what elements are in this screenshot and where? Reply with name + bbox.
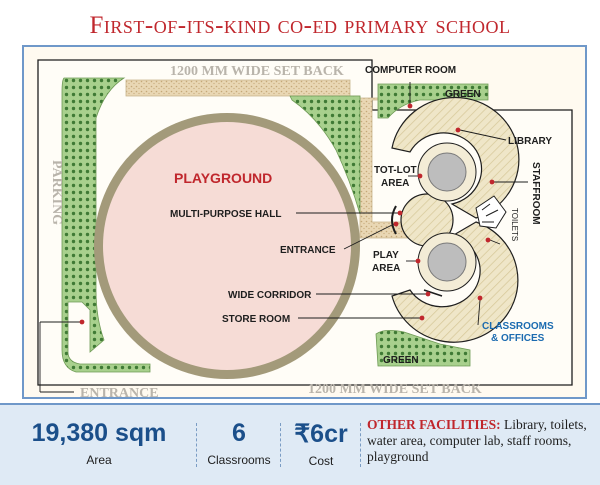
play-area [427,242,467,282]
page-title: First-of-its-kind co-ed primary school [89,12,511,39]
stat-cost-label: Cost [308,454,334,468]
toilets-label: TOILETS [510,208,519,241]
green-top-label: GREEN [445,89,481,100]
setback-top-label: 1200 MM WIDE SET BACK [170,64,344,79]
wide-corridor-label: WIDE CORRIDOR [228,290,312,301]
green-area-bottom [375,330,471,367]
stat-classrooms-value: 6 [232,419,246,447]
stat-classrooms: 6 Classrooms [202,419,276,467]
staffroom-label: STAFFROOM [530,162,541,225]
stat-cost: ₹6cr Cost [286,419,356,468]
stat-divider [196,423,197,467]
stats-bar: 19,380 sqm Area 6 Classrooms ₹6cr Cost O… [0,403,600,485]
play-area-label-line1: PLAY [373,250,399,261]
building-entrance-label: ENTRANCE [280,245,336,256]
green-bottom-label: GREEN [383,355,419,366]
entrance-door [391,205,397,235]
green-area-top-left [289,95,361,215]
toilets-fixtures [481,203,499,223]
stat-classrooms-label: Classrooms [207,453,271,467]
other-facilities: OTHER FACILITIES: Library, toilets, wate… [367,417,592,465]
tot-lot-area [427,152,467,192]
playground-inner [103,122,351,370]
stat-area-value: 19,380 sqm [31,419,167,447]
stat-area-label: Area [86,453,112,467]
library-label: LIBRARY [508,136,552,147]
tot-lot-label-line2: AREA [381,178,409,189]
classrooms-label-line1: CLASSROOMS [482,321,554,332]
tot-lot-label-line1: TOT-LOT [374,165,417,176]
stat-cost-value: ₹6cr [294,420,348,448]
classroom-wing-bottom [391,221,519,343]
stat-divider [360,423,361,467]
other-facilities-title: OTHER FACILITIES: [367,417,501,432]
parking-label: PARKING [49,160,64,225]
other-facilities-text: Library, toilets, water area, computer l… [367,417,587,464]
toilets-block [475,195,507,229]
setback-bottom-label: 1200 MM WIDE SET BACK [308,382,482,397]
store-room-label: STORE ROOM [222,314,290,325]
multi-purpose-hall-label: MULTI-PURPOSE HALL [170,209,281,220]
classrooms-label-line2: & OFFICES [491,333,545,344]
green-belt-left [61,77,151,373]
playground-label: PLAYGROUND [174,170,272,186]
site-entrance-label: ENTRANCE [80,386,159,401]
play-area-label-line2: AREA [372,263,400,274]
corridor-door [423,289,443,297]
stat-area: 19,380 sqm Area [14,419,184,467]
stat-divider [280,423,281,467]
computer-room-label: COMPUTER ROOM [365,65,456,76]
